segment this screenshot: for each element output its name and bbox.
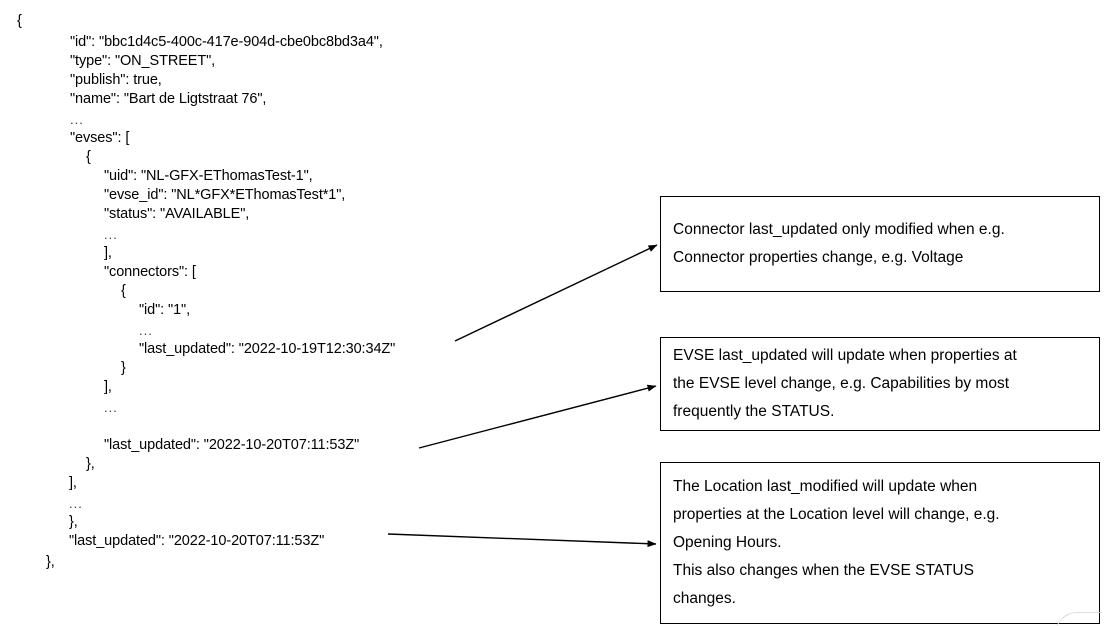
json-line: ... <box>104 400 118 415</box>
annotation-box-location: The Location last_modified will update w… <box>660 462 1100 624</box>
json-line: ... <box>104 227 118 242</box>
json-line: }, <box>46 554 55 570</box>
json-line: ... <box>70 112 84 127</box>
annotation-box-evse: EVSE last_updated will update when prope… <box>660 337 1100 431</box>
json-line: { <box>86 149 91 165</box>
json-line: "status": "AVAILABLE", <box>104 206 250 222</box>
json-line: }, <box>86 456 95 472</box>
json-line: ... <box>69 496 83 511</box>
json-line: } <box>121 360 126 376</box>
json-line: "uid": "NL-GFX-EThomasTest-1", <box>104 168 313 184</box>
json-line: { <box>17 13 22 29</box>
annotation-line: changes. <box>673 590 736 607</box>
annotation-line: the EVSE level change, e.g. Capabilities… <box>673 375 1010 392</box>
json-line: "publish": true, <box>70 72 162 88</box>
json-line: { <box>121 283 126 299</box>
annotation-box-connector: Connector last_updated only modified whe… <box>660 196 1100 292</box>
json-line: "type": "ON_STREET", <box>70 53 216 69</box>
json-line: ], <box>69 475 77 491</box>
json-line: "last_updated": "2022-10-20T07:11:53Z" <box>104 437 360 453</box>
annotation-line: Connector last_updated only modified whe… <box>673 221 1005 238</box>
annotation-line: The Location last_modified will update w… <box>673 478 978 495</box>
json-line: "evses": [ <box>70 130 130 146</box>
json-line: "id": "1", <box>139 302 191 318</box>
json-line: "id": "bbc1d4c5-400c-417e-904d-cbe0bc8bd… <box>70 34 383 50</box>
json-code-block: { "id": "bbc1d4c5-400c-417e-904d-cbe0bc8b… <box>17 13 396 570</box>
json-line: "last_updated": "2022-10-19T12:30:34Z" <box>139 341 396 357</box>
annotation-line: Connector properties change, e.g. Voltag… <box>673 249 964 266</box>
annotation-line: Opening Hours. <box>673 534 782 551</box>
json-line: "last_updated": "2022-10-20T07:11:53Z" <box>69 533 325 549</box>
json-line: "name": "Bart de Ligtstraat 76", <box>70 91 267 107</box>
annotation-line: properties at the Location level will ch… <box>673 506 1000 523</box>
annotation-line: EVSE last_updated will update when prope… <box>673 347 1017 364</box>
json-line: ... <box>139 323 153 338</box>
json-line: "connectors": [ <box>104 264 196 280</box>
json-line: "evse_id": "NL*GFX*EThomasTest*1", <box>104 187 346 203</box>
annotation-line: This also changes when the EVSE STATUS <box>673 562 974 579</box>
json-line: }, <box>69 514 78 530</box>
annotation-line: frequently the STATUS. <box>673 403 835 420</box>
json-line: ], <box>104 379 112 395</box>
json-line: ], <box>104 245 112 261</box>
